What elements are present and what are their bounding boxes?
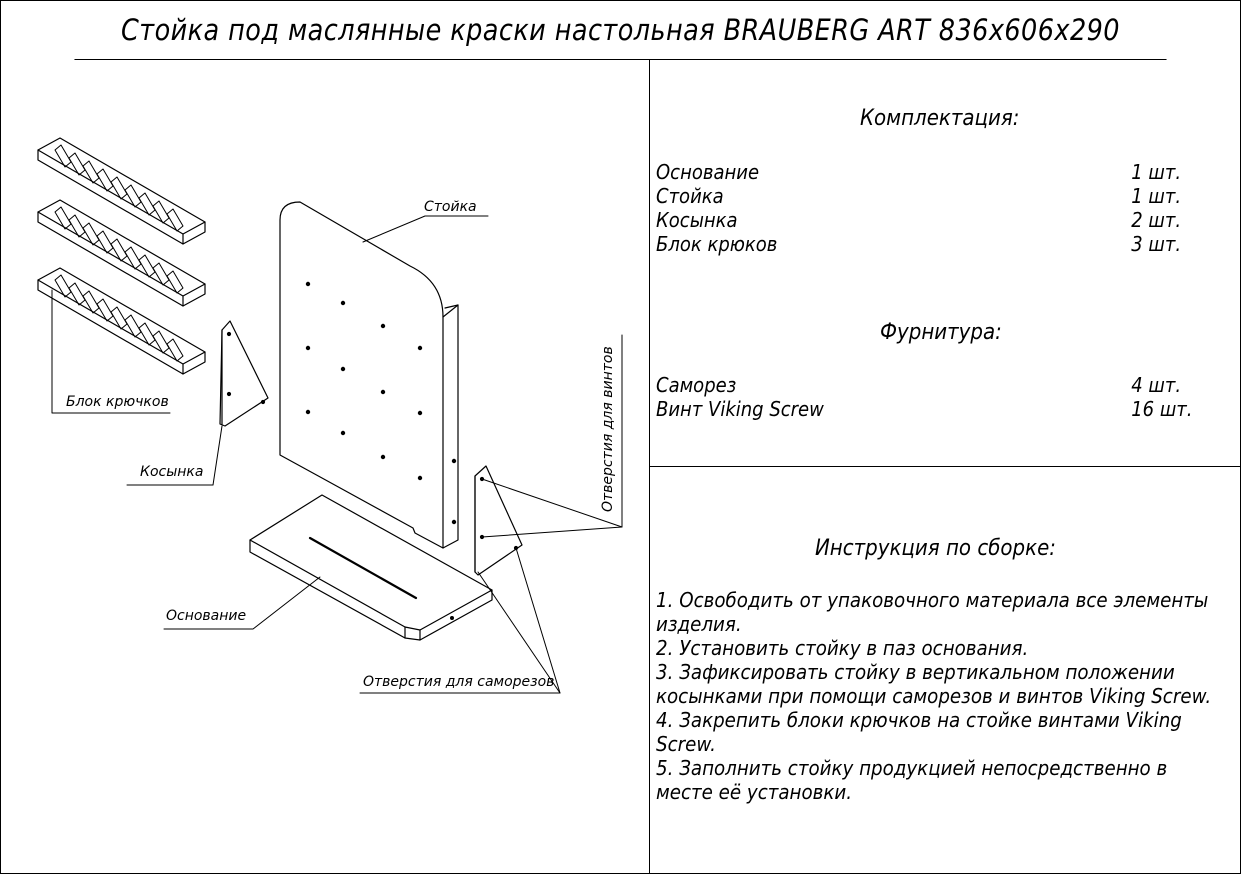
kit-heading: Комплектация:	[860, 106, 1020, 131]
callout-hook-block: Блок крючков	[66, 394, 169, 410]
gusset-left	[219, 320, 269, 427]
hardware-item-name: Винт Viking Screw	[656, 397, 824, 421]
assembly-drawing: Стойка Блок крючков Косынка Основание От…	[37, 137, 623, 694]
kit-item-qty: 2 шт.	[1131, 208, 1182, 232]
hardware-item: Винт Viking Screw 16 шт.	[656, 397, 1193, 421]
kit-item: Основание 1 шт.	[656, 160, 1181, 184]
instructions-heading: Инструкция по сборке:	[815, 536, 1056, 561]
instruction-step: 1. Освободить от упаковочного материала …	[656, 588, 1209, 636]
hook-block-3	[37, 267, 206, 375]
kit-item: Блок крюков 3 шт.	[656, 232, 1181, 256]
hardware-item-qty: 4 шт.	[1131, 373, 1182, 397]
kit-item: Косынка 2 шт.	[656, 208, 1181, 232]
callout-stand: Стойка	[424, 199, 477, 215]
vertical-divider	[649, 60, 650, 874]
horizontal-divider	[650, 466, 1241, 467]
kit-item: Стойка 1 шт.	[656, 184, 1181, 208]
hardware-heading: Фурнитура:	[880, 320, 1002, 345]
instruction-step: 2. Установить стойку в паз основания.	[656, 636, 1029, 660]
hardware-item-qty: 16 шт.	[1131, 397, 1193, 421]
kit-item-qty: 3 шт.	[1131, 232, 1182, 256]
callout-gusset: Косынка	[140, 464, 203, 480]
hook-block-2	[37, 199, 206, 307]
instruction-step: 3. Зафиксировать стойку в вертикальном п…	[656, 660, 1212, 708]
base-plate	[249, 494, 493, 641]
drawing-title: Стойка под маслянные краски настольная B…	[74, 0, 1167, 60]
callout-base: Основание	[166, 608, 246, 624]
leader-lines	[51, 215, 623, 694]
kit-item-name: Основание	[656, 160, 760, 184]
callout-screw-holes: Отверстия для винтов	[600, 346, 616, 512]
stand-panel	[279, 201, 459, 549]
kit-item-name: Косынка	[656, 208, 738, 232]
hardware-item: Саморез 4 шт.	[656, 373, 1181, 397]
instruction-step: 5. Заполнить стойку продукцией непосредс…	[656, 756, 1168, 804]
instruction-step: 4. Закрепить блоки крючков на стойке вин…	[656, 708, 1182, 756]
gusset-right	[474, 465, 523, 576]
kit-item-name: Блок крюков	[656, 232, 778, 256]
kit-item-qty: 1 шт.	[1131, 160, 1182, 184]
instructions-list: 1. Освободить от упаковочного материала …	[656, 588, 1226, 804]
callout-self-tapping-holes: Отверстия для саморезов	[363, 674, 554, 690]
hardware-item-name: Саморез	[656, 373, 737, 397]
kit-item-name: Стойка	[656, 184, 724, 208]
kit-item-qty: 1 шт.	[1131, 184, 1182, 208]
hook-block-1	[37, 137, 206, 245]
